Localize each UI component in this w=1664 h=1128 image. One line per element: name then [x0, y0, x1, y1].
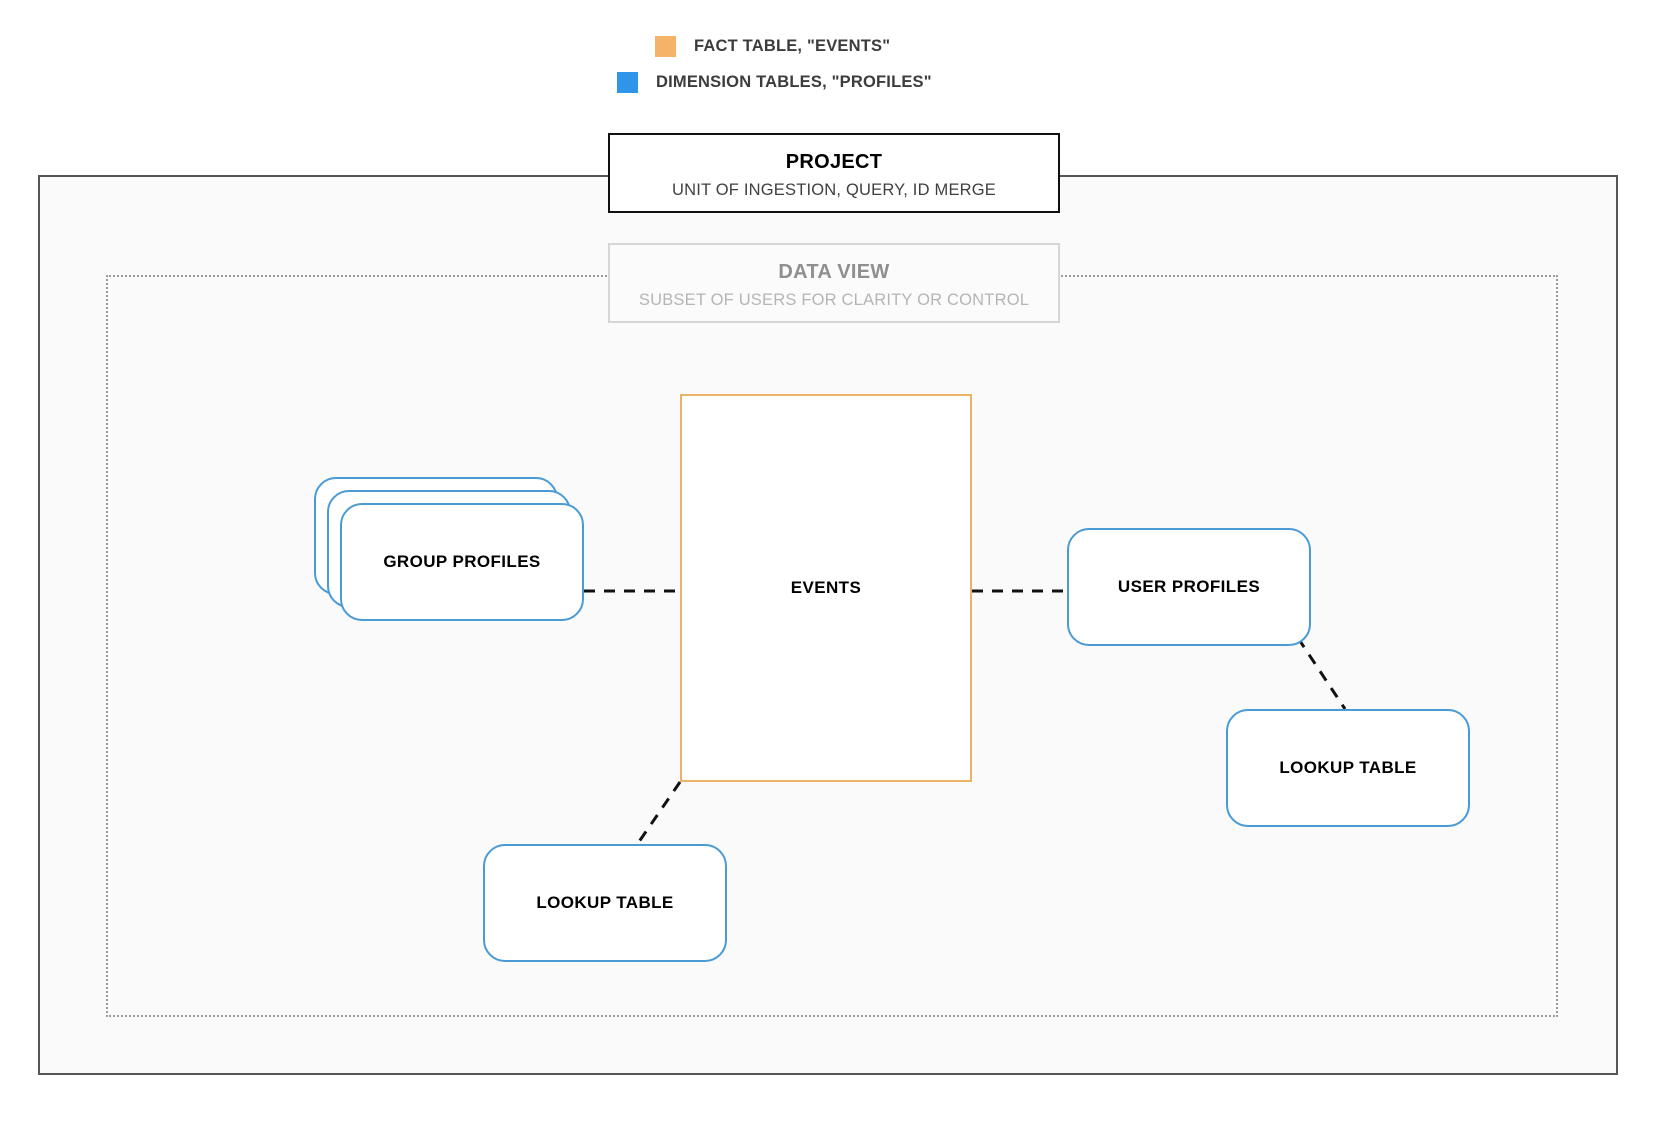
project-subtitle: UNIT OF INGESTION, QUERY, ID MERGE	[671, 181, 996, 199]
node-label-events: EVENTS	[790, 578, 862, 597]
node-lookup-table-left: LOOKUP TABLE	[483, 844, 727, 962]
legend-item-dimension-tables: DIMENSION TABLES, "PROFILES"	[617, 72, 932, 93]
node-user-profiles: USER PROFILES	[1067, 528, 1311, 646]
project-card: PROJECT UNIT OF INGESTION, QUERY, ID MER…	[608, 133, 1060, 213]
node-group-profiles: GROUP PROFILES	[340, 503, 584, 621]
node-label-lookup-table-left: LOOKUP TABLE	[536, 893, 674, 912]
orange-square-swatch	[655, 36, 676, 57]
project-title: PROJECT	[785, 151, 883, 173]
node-lookup-table-right: LOOKUP TABLE	[1226, 709, 1470, 827]
node-label-user-profiles: USER PROFILES	[1117, 577, 1261, 596]
legend-item-fact-table: FACT TABLE, "EVENTS"	[655, 36, 890, 57]
data-view-card: DATA VIEW SUBSET OF USERS FOR CLARITY OR…	[608, 243, 1060, 323]
node-events: EVENTS	[680, 394, 972, 782]
blue-square-swatch	[617, 72, 638, 93]
data-view-title: DATA VIEW	[778, 261, 890, 283]
data-view-subtitle: SUBSET OF USERS FOR CLARITY OR CONTROL	[638, 291, 1030, 309]
node-label-lookup-table-right: LOOKUP TABLE	[1279, 758, 1417, 777]
legend-label-dimension-tables: DIMENSION TABLES, "PROFILES"	[656, 73, 932, 91]
legend-label-fact-table: FACT TABLE, "EVENTS"	[694, 37, 891, 55]
node-label-group-profiles: GROUP PROFILES	[383, 552, 541, 571]
